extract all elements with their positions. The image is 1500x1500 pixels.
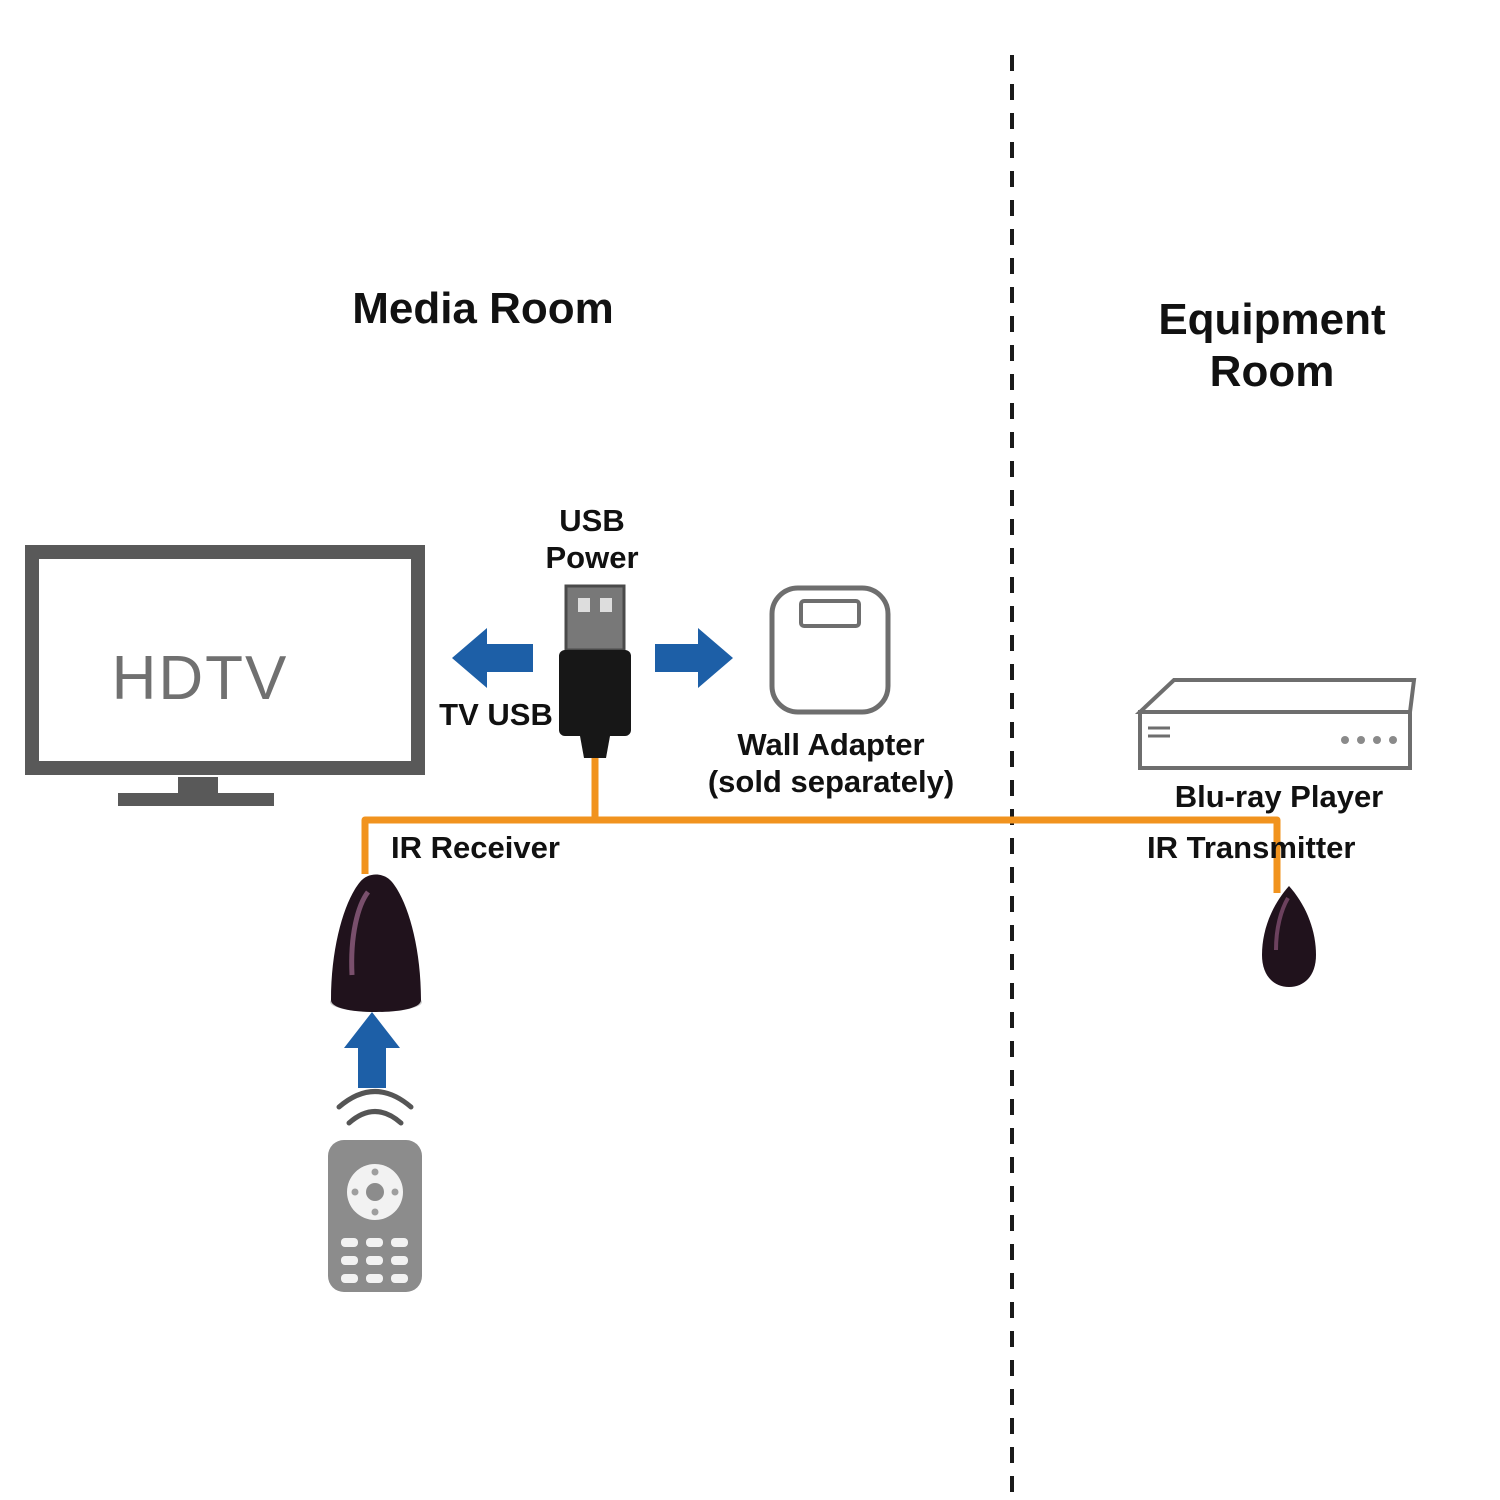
bluray-top-face (1134, 678, 1417, 714)
hdtv-icon (25, 545, 425, 806)
arrow-left-icon (452, 628, 533, 688)
remote-dpad-center (366, 1183, 384, 1201)
ir-receiver-icon (330, 874, 422, 1012)
ir-transmitter-body (1262, 886, 1316, 987)
ir-receiver-dome (331, 874, 421, 1012)
bluray-front-face (1138, 710, 1412, 770)
wall-adapter-label: Wall Adapter (sold separately) (707, 727, 955, 799)
ir-transmitter-highlight (1274, 896, 1290, 951)
bluray-player-icon (1134, 678, 1417, 770)
ir-transmitter-label: IR Transmitter (1147, 830, 1356, 865)
wall-adapter-icon (769, 585, 891, 715)
usb-connector-icon (559, 584, 631, 758)
arrow-up-icon (344, 1012, 400, 1088)
ir-transmitter-icon (1262, 886, 1316, 987)
bluray-player-label: Blu-ray Player (1174, 779, 1384, 814)
wall-adapter-usb-port (799, 599, 861, 628)
tv-stand-base (118, 793, 274, 806)
ir-receiver-highlight (349, 890, 371, 976)
tv-stand-neck (178, 777, 218, 793)
usb-pin (600, 598, 612, 612)
tv-frame (25, 545, 425, 775)
arrow-right-icon (655, 628, 733, 688)
cable-path (361, 756, 1281, 893)
usb-metal-shell (564, 584, 626, 652)
equipment-room-title: Equipment Room (1158, 295, 1386, 396)
usb-body (559, 650, 631, 736)
ir-receiver-label: IR Receiver (391, 830, 560, 865)
ir-waves-icon (336, 1089, 414, 1126)
usb-power-label: USB Power (545, 503, 639, 575)
usb-tail (580, 736, 610, 758)
tv-usb-label: TV USB (439, 697, 553, 732)
remote-icon (328, 1140, 422, 1292)
remote-buttons (341, 1238, 408, 1283)
media-room-title: Media Room (352, 284, 614, 333)
usb-pin (578, 598, 590, 612)
hdtv-label: HDTV (111, 644, 289, 713)
